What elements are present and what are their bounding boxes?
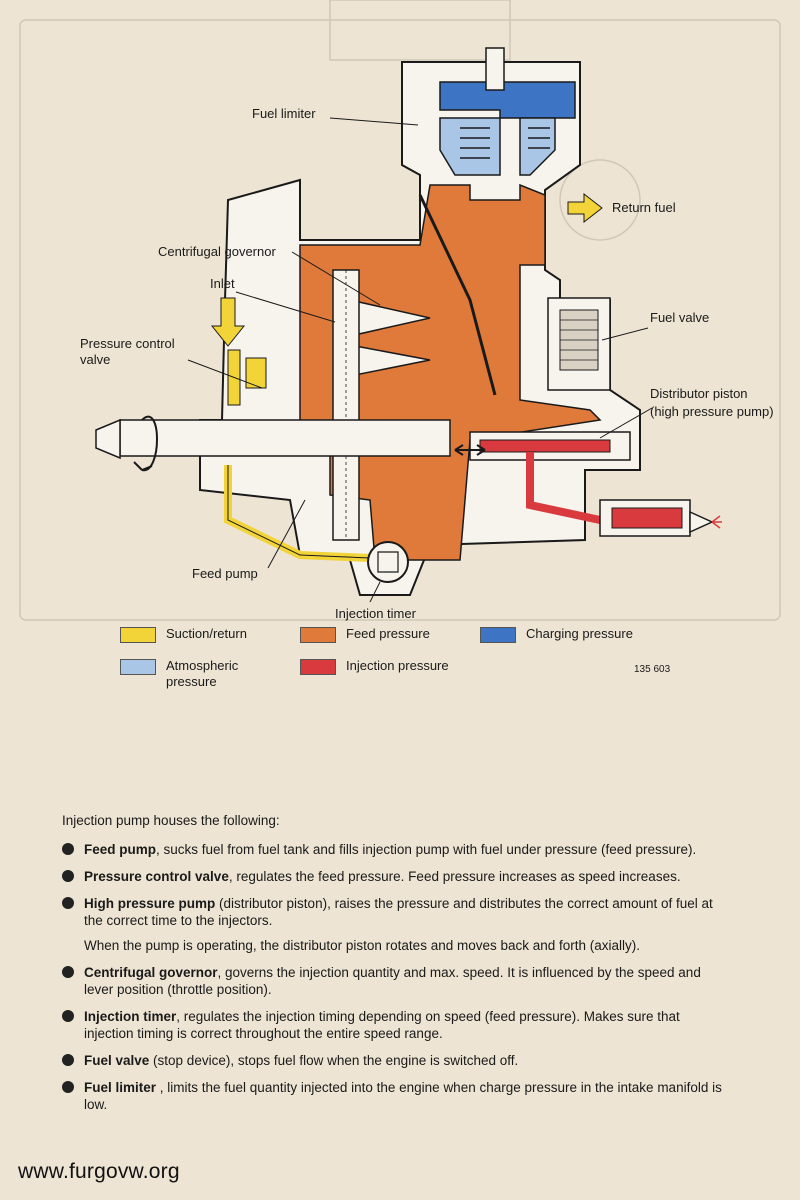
legend-item-atmospheric-pressure: Atmospheric pressure	[120, 658, 286, 690]
label-fuel-valve: Fuel valve	[650, 310, 709, 325]
item-text: (stop device), stops fuel flow when the …	[149, 1053, 519, 1068]
distributor-piston	[454, 431, 722, 537]
return-fuel-arrow	[567, 192, 603, 224]
item-term: Injection timer	[84, 1009, 177, 1024]
legend-swatch-atmospheric-pressure	[120, 659, 156, 675]
item-term: Centrifugal governor	[84, 965, 218, 980]
item-text: , regulates the injection timing dependi…	[84, 1009, 680, 1041]
item-term: Fuel limiter	[84, 1080, 157, 1095]
list-item-body: High pressure pump (distributor piston),…	[84, 895, 722, 929]
fuel-limiter-atmos	[439, 117, 556, 176]
leader-lines	[187, 117, 653, 603]
list-item-injection-timer: Injection timer, regulates the injection…	[62, 1008, 722, 1042]
governor-lever	[418, 194, 497, 396]
list-item-feed-pump: Feed pump, sucks fuel from fuel tank and…	[62, 841, 722, 858]
bullet-icon	[62, 1010, 74, 1022]
injection-pump-diagram: Fuel limiter Return fuel Centrifugal gov…	[19, 0, 781, 675]
item-text: , regulates the feed pressure. Feed pres…	[228, 869, 681, 884]
list-item-body: Centrifugal governor, governs the inject…	[84, 964, 722, 998]
list-item-body: Feed pump, sucks fuel from fuel tank and…	[84, 841, 696, 858]
suction-return-lines	[224, 349, 371, 562]
bullet-icon	[62, 1054, 74, 1066]
drive-gear	[332, 269, 360, 541]
legend-label: Charging pressure	[526, 626, 633, 641]
inlet-arrow	[210, 297, 246, 347]
legend-swatch-injection-pressure	[300, 659, 336, 675]
label-injection-timer: Injection timer	[335, 606, 417, 621]
bullet-icon	[62, 870, 74, 882]
label-feed-pump: Feed pump	[192, 566, 258, 581]
legend-item-suction-return: Suction/return	[120, 626, 316, 643]
legend-item-injection-pressure: Injection pressure	[300, 658, 496, 675]
legend-label: Suction/return	[166, 626, 247, 641]
legend-item-feed-pressure: Feed pressure	[300, 626, 496, 643]
legend-label: Injection pressure	[346, 658, 449, 673]
label-distributor-piston-2: (high pressure pump)	[650, 404, 774, 419]
legend-swatch-suction-return	[120, 627, 156, 643]
list-item-high-pressure-pump: High pressure pump (distributor piston),…	[62, 895, 722, 929]
item-term: Pressure control valve	[84, 869, 229, 884]
injection-timer	[367, 541, 409, 583]
item-text: , sucks fuel from fuel tank and fills in…	[156, 842, 697, 857]
list-item-centrifugal-governor: Centrifugal governor, governs the inject…	[62, 964, 722, 998]
site-watermark[interactable]: www.furgovw.org	[18, 1160, 180, 1183]
distributor-note: When the pump is operating, the distribu…	[84, 938, 641, 953]
item-term: Feed pump	[84, 842, 157, 857]
drive-shaft	[95, 415, 451, 472]
bullet-icon	[62, 897, 74, 909]
list-item-body: Pressure control valve, regulates the fe…	[84, 868, 681, 885]
item-text: , governs the injection quantity and max…	[84, 965, 701, 997]
legend-item-charging-pressure: Charging pressure	[480, 626, 676, 643]
legend-swatch-feed-pressure	[300, 627, 336, 643]
legend-label: Feed pressure	[346, 626, 430, 641]
bullet-icon	[62, 966, 74, 978]
figure-code: 135 603	[634, 664, 671, 675]
list-item-fuel-limiter: Fuel limiter , limits the fuel quantity …	[62, 1079, 722, 1113]
fuel-valve-solenoid	[547, 297, 611, 391]
item-term: High pressure pump	[84, 896, 216, 911]
legend-label: Atmospheric pressure	[166, 658, 239, 689]
label-inlet: Inlet	[210, 276, 235, 291]
label-centrifugal-governor: Centrifugal governor	[158, 244, 276, 259]
item-term: Fuel valve	[84, 1053, 150, 1068]
item-text: , limits the fuel quantity injected into…	[84, 1080, 722, 1112]
intro-text: Injection pump houses the following:	[62, 813, 280, 828]
label-distributor-piston-1: Distributor piston	[650, 386, 748, 401]
label-pressure-control-1: Pressure control	[80, 336, 175, 351]
list-item-body: Fuel limiter , limits the fuel quantity …	[84, 1079, 722, 1113]
list-item-body: Injection timer, regulates the injection…	[84, 1008, 722, 1042]
label-fuel-limiter: Fuel limiter	[252, 106, 316, 121]
item-text: (distributor piston), raises the pressur…	[84, 896, 713, 928]
list-item-pressure-control-valve: Pressure control valve, regulates the fe…	[62, 868, 722, 885]
background-housing	[19, 0, 781, 621]
label-pressure-control-2: valve	[80, 352, 110, 367]
bullet-icon	[62, 1081, 74, 1093]
legend-swatch-charging-pressure	[480, 627, 516, 643]
fuel-limiter-spring	[460, 127, 550, 159]
color-legend: Suction/return Feed pressure Charging pr…	[120, 626, 680, 696]
list-item-fuel-valve: Fuel valve (stop device), stops fuel flo…	[62, 1052, 722, 1069]
fuel-limiter-screw	[485, 47, 505, 91]
list-item-body: Fuel valve (stop device), stops fuel flo…	[84, 1052, 518, 1069]
label-return-fuel: Return fuel	[612, 200, 676, 215]
component-description: Injection pump houses the following: Fee…	[62, 812, 722, 1123]
bullet-icon	[62, 843, 74, 855]
